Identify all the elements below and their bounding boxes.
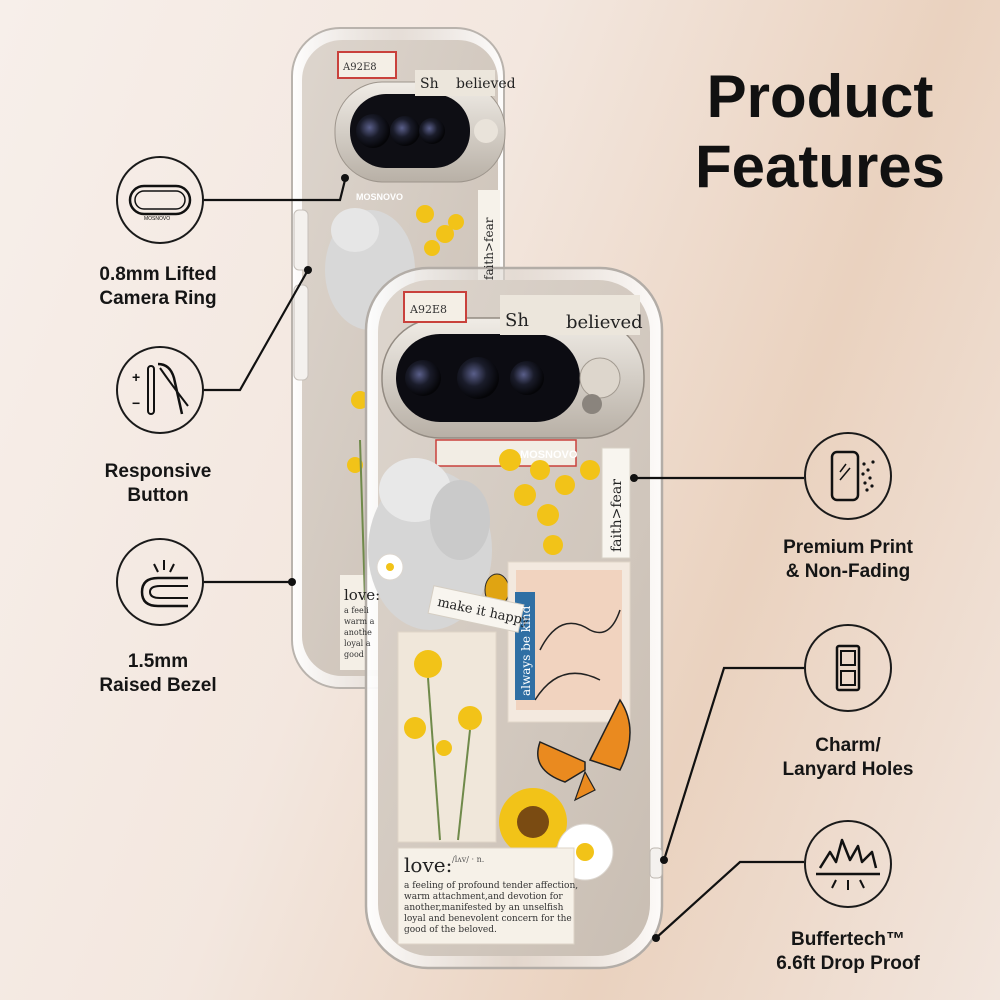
back-print-def-2: warm a bbox=[344, 617, 375, 626]
back-print-love: love: bbox=[344, 586, 380, 604]
feature-bezel-line-1: 1.5mm bbox=[127, 651, 189, 672]
camera-ring-brand-text: MOSNOVO bbox=[144, 216, 170, 222]
print-always-be-kind: always be kind bbox=[519, 605, 533, 696]
back-print-believed: believed bbox=[456, 76, 516, 92]
front-phone bbox=[364, 266, 664, 970]
feature-bezel-label: 1.5mm Raised Bezel bbox=[48, 650, 268, 698]
feature-bezel-line-2: Raised Bezel bbox=[99, 675, 217, 696]
title-line-1: Product bbox=[706, 63, 934, 130]
print-believed: believed bbox=[566, 312, 643, 333]
print-def-3: another,manifested by an unselfish bbox=[404, 903, 564, 913]
feature-print-line-2: & Non-Fading bbox=[785, 561, 911, 582]
bezel-icon bbox=[116, 538, 204, 626]
print-def-5: good of the beloved. bbox=[404, 925, 497, 935]
feature-camera-ring-line-1: 0.8mm Lifted bbox=[99, 264, 217, 285]
back-print-brand: MOSNOVO bbox=[356, 192, 403, 202]
feature-drop-label: Buffertech™ 6.6ft Drop Proof bbox=[738, 928, 958, 976]
print-brand: MOSNOVO bbox=[520, 449, 578, 461]
back-print-ticket: A92E8 bbox=[342, 62, 377, 73]
page-title: Product Features bbox=[640, 62, 1000, 202]
back-print-def-5: good bbox=[344, 650, 364, 659]
feature-button-label: Responsive Button bbox=[48, 460, 268, 508]
button-icon: + − bbox=[116, 346, 204, 434]
feature-print-label: Premium Print & Non-Fading bbox=[738, 536, 958, 584]
back-print-faith: faith>fear bbox=[482, 217, 496, 280]
title-line-2: Features bbox=[694, 133, 946, 200]
feature-button-line-2: Button bbox=[127, 485, 189, 506]
print-love-word: love: bbox=[404, 853, 452, 877]
back-print-def-3: anothe bbox=[344, 628, 372, 637]
print-def-2: warm attachment,and devotion for bbox=[404, 892, 563, 902]
print-love-phonetic: /lʌv/ · n. bbox=[452, 855, 484, 864]
feature-lanyard-line-2: Lanyard Holes bbox=[782, 759, 914, 780]
print-faith: faith>fear bbox=[609, 479, 625, 552]
phone-print-icon bbox=[804, 432, 892, 520]
camera-ring-icon: MOSNOVO bbox=[116, 156, 204, 244]
feature-print-line-1: Premium Print bbox=[783, 537, 913, 558]
button-icon-plus: + bbox=[132, 369, 140, 385]
back-print-def-1: a feeli bbox=[344, 606, 369, 615]
feature-camera-ring-line-2: Camera Ring bbox=[99, 288, 217, 309]
print-def-4: loyal and benevolent concern for the bbox=[404, 914, 572, 924]
back-print-she: Sh bbox=[420, 76, 439, 92]
feature-camera-ring-label: 0.8mm Lifted Camera Ring bbox=[48, 263, 268, 311]
feature-lanyard-line-1: Charm/ bbox=[815, 735, 881, 756]
back-print-def-4: loyal a bbox=[344, 639, 371, 648]
feature-drop-line-2: 6.6ft Drop Proof bbox=[776, 953, 920, 974]
print-ticket: A92E8 bbox=[409, 303, 447, 316]
feature-button-line-1: Responsive bbox=[104, 461, 212, 482]
feature-lanyard-label: Charm/ Lanyard Holes bbox=[738, 734, 958, 782]
lanyard-holes-icon bbox=[804, 624, 892, 712]
print-def-1: a feeling of profound tender affection, bbox=[404, 881, 578, 891]
drop-proof-icon bbox=[804, 820, 892, 908]
feature-drop-line-1: Buffertech™ bbox=[790, 929, 905, 950]
button-icon-minus: − bbox=[132, 395, 140, 411]
print-she: Sh bbox=[505, 310, 529, 331]
